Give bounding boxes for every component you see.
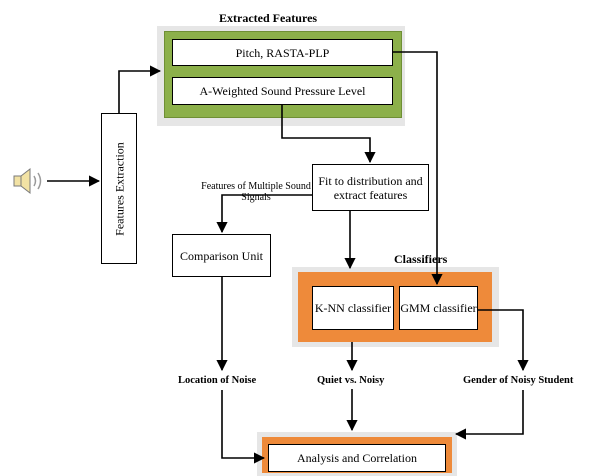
classifiers-title: Classifiers — [394, 252, 448, 266]
quiet-vs-noisy-label: Quiet vs. Noisy — [317, 375, 385, 386]
multiple-signals-label: Features of Multiple Sound Signals — [201, 181, 311, 203]
a-weighted-spl-box: A-Weighted Sound Pressure Level — [172, 77, 393, 105]
speaker-icon — [13, 167, 42, 195]
gender-of-noisy-student-label: Gender of Noisy Student — [463, 375, 574, 386]
fit-distribution-box: Fit to distribution and extract features — [312, 164, 429, 211]
extracted-features-title: Extracted Features — [219, 11, 318, 25]
comparison-unit-box: Comparison Unit — [172, 234, 271, 277]
pitch-rasta-plp-box: Pitch, RASTA-PLP — [172, 39, 393, 66]
gmm-classifier-box: GMM classifier — [399, 286, 478, 330]
knn-classifier-box: K-NN classifier — [312, 286, 394, 330]
analysis-correlation-box: Analysis and Correlation — [268, 444, 446, 472]
location-of-noise-label: Location of Noise — [178, 375, 257, 386]
features-extraction-box: Features Extraction — [101, 113, 137, 264]
